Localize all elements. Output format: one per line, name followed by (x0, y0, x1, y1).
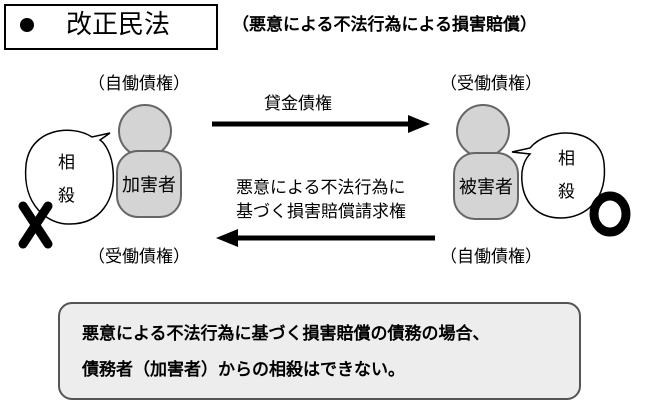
right-bubble-char-1: 相 (558, 149, 575, 169)
bottom-arrow-label-1: 悪意による不法行為に (236, 178, 406, 198)
conclusion-line-2: 債務者（加害者）からの相殺はできない。 (82, 360, 405, 380)
page-title: 改正民法 (66, 10, 171, 40)
left-bubble-char-1: 相 (58, 153, 75, 173)
conclusion-line-1: 悪意による不法行為に基づく損害賠償の債務の場合、 (82, 324, 490, 344)
right-person-head (456, 104, 510, 158)
right-person-label: 被害者 (459, 177, 513, 198)
left-role-bottom: （受働債権） (88, 247, 190, 267)
page-subtitle: （悪意による不法行為による損害賠償） (232, 15, 537, 35)
cross-icon (18, 201, 53, 249)
right-person-body: 被害者 (453, 152, 519, 220)
right-speech-bubble (511, 132, 606, 219)
bottom-arrow-label-2: 基づく損害賠償請求権 (236, 202, 406, 222)
right-bubble-char-2: 殺 (558, 182, 575, 202)
title-box (4, 4, 218, 50)
right-role-top: （受働債権） (440, 74, 542, 94)
left-role-top: （自働債権） (88, 74, 190, 94)
right-role-bottom: （自働債権） (440, 247, 542, 267)
circle-ok-icon (589, 191, 631, 237)
left-person-label: 加害者 (122, 175, 176, 196)
title-bullet-icon (20, 18, 34, 32)
left-bubble-char-2: 殺 (58, 186, 75, 206)
top-arrow-label: 貸金債権 (264, 94, 332, 114)
conclusion-box (58, 302, 581, 400)
left-speech-bubble (24, 129, 115, 225)
top-arrow (212, 115, 430, 133)
bottom-arrow (216, 229, 435, 247)
left-person-body: 加害者 (116, 150, 182, 218)
